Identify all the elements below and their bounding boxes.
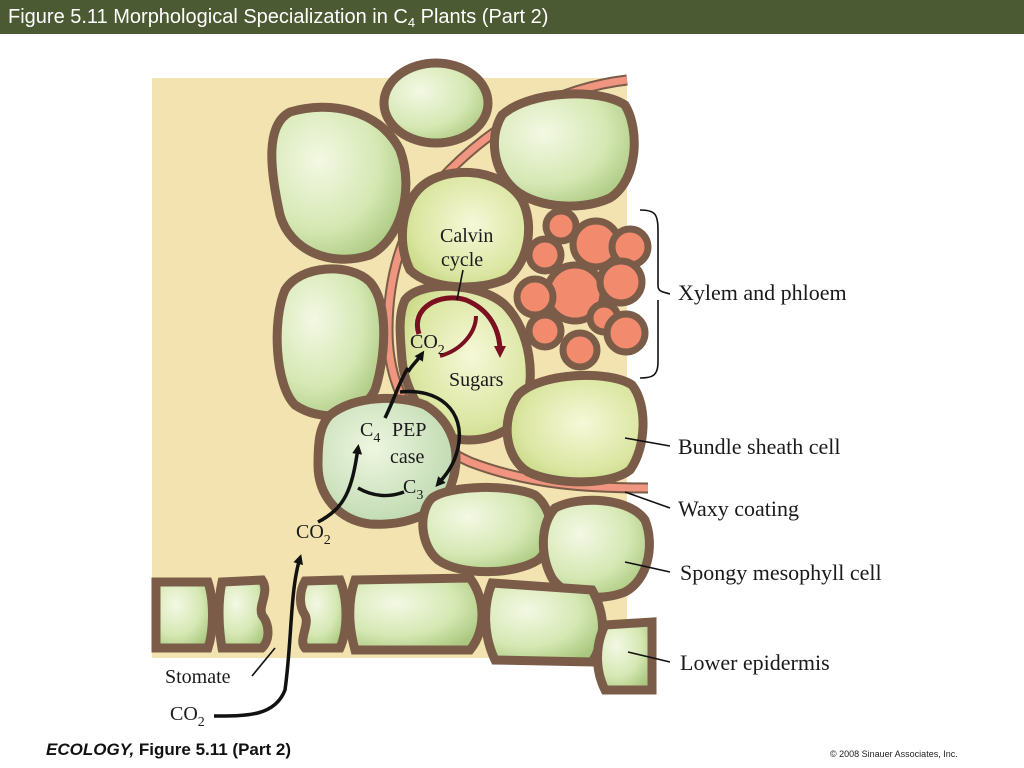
c3-label: C3 bbox=[403, 476, 423, 503]
calvin-cycle-label-line2: cycle bbox=[441, 249, 483, 271]
waxy-coating-label: Waxy coating bbox=[678, 496, 799, 521]
xylem-phloem-bundle bbox=[513, 207, 652, 371]
co2-inner-label: CO2 bbox=[410, 331, 445, 358]
bundle-sheath-cells bbox=[395, 167, 648, 487]
lower-epidermis-label: Lower epidermis bbox=[680, 650, 830, 675]
c4-leaf-anatomy-diagram: Calvin cycle CO2 Sugars C4 PEP case C3 C… bbox=[151, 58, 882, 730]
c4-label: C4 bbox=[360, 419, 380, 446]
title-bar: Figure 5.11 Morphological Specialization… bbox=[0, 0, 1024, 34]
spongy-mesophyll-cell bbox=[418, 482, 556, 577]
figure-caption: ECOLOGY, Figure 5.11 (Part 2) bbox=[46, 740, 292, 759]
xylem-phloem-label: Xylem and phloem bbox=[678, 280, 847, 305]
case-label: case bbox=[390, 446, 425, 468]
bundle-sheath-cell bbox=[397, 167, 533, 292]
spongy-mesophyll-cell bbox=[538, 495, 654, 602]
stomate-label: Stomate bbox=[165, 666, 231, 688]
co2-mid-label: CO2 bbox=[296, 521, 331, 548]
calvin-cycle-label-line1: Calvin bbox=[440, 225, 493, 247]
stomate-guard-cell bbox=[296, 575, 351, 653]
lower-epidermis bbox=[151, 573, 657, 695]
sugars-label: Sugars bbox=[449, 369, 504, 391]
page-title: Figure 5.11 Morphological Specialization… bbox=[8, 6, 549, 30]
stomate-guard-cell bbox=[214, 575, 273, 653]
spongy-mesophyll-cells bbox=[418, 482, 654, 602]
pep-label: PEP bbox=[392, 419, 426, 441]
upper-mesophyll-cells bbox=[267, 58, 639, 421]
leader-lines bbox=[251, 209, 671, 677]
bundle-sheath-cell bbox=[502, 370, 648, 487]
bundle-sheath-label: Bundle sheath cell bbox=[678, 434, 841, 459]
co2-bottom-label: CO2 bbox=[170, 703, 205, 730]
spongy-mesophyll-label: Spongy mesophyll cell bbox=[680, 560, 882, 585]
copyright-notice: © 2008 Sinauer Associates, Inc. bbox=[830, 749, 958, 759]
